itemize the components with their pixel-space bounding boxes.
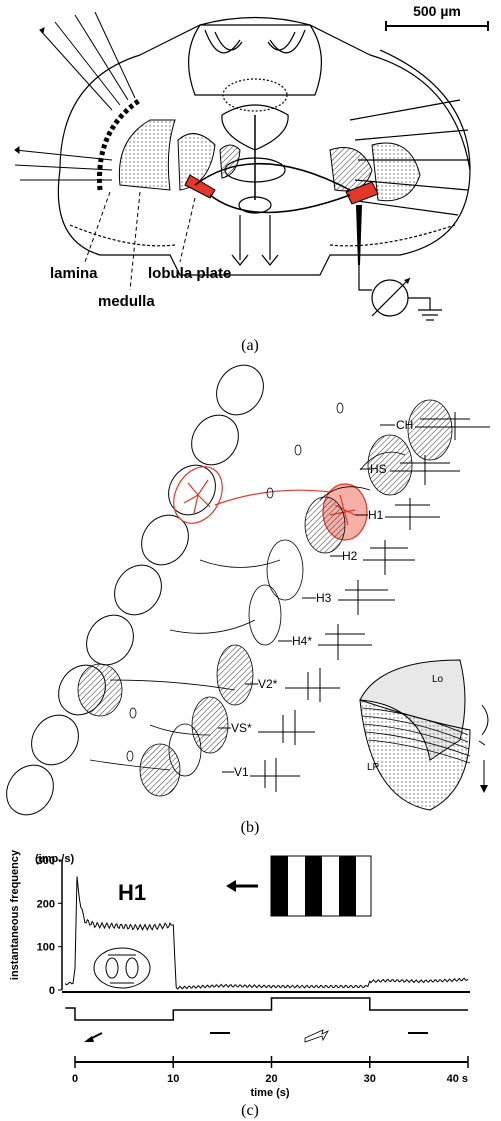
grating-stimulus bbox=[271, 856, 371, 916]
y-tick-label: 300 bbox=[37, 855, 55, 867]
soma-markers bbox=[127, 403, 343, 761]
brain-icon bbox=[94, 948, 150, 988]
x-tick-label: 20 bbox=[265, 1073, 277, 1085]
neuron-label-h4: H4* bbox=[292, 634, 312, 648]
neuron-label-h2: H2 bbox=[342, 549, 358, 563]
y-axis: 0 100 200 300 bbox=[37, 855, 62, 997]
chart-title: H1 bbox=[118, 880, 146, 905]
neuron-paths bbox=[195, 115, 350, 213]
x-tick-label: 0 bbox=[72, 1073, 78, 1085]
left-optic-lobe bbox=[100, 100, 241, 198]
recording-electrode bbox=[356, 205, 442, 320]
x-tick-label: 30 bbox=[364, 1073, 376, 1085]
stim-arrow-left bbox=[84, 1033, 102, 1042]
caption-c: (c) bbox=[241, 1102, 259, 1119]
neuron-label-ch: CH bbox=[396, 418, 413, 432]
x-tick-label: 10 bbox=[167, 1073, 179, 1085]
time-axis: 0 10 20 30 40 s bbox=[72, 1056, 468, 1085]
fly-brain-outline bbox=[58, 18, 470, 276]
y-tick-label: 200 bbox=[37, 898, 55, 910]
neuron-label-v2: V2* bbox=[258, 677, 278, 691]
inset-label-lo: Lo bbox=[432, 674, 444, 685]
neuron-label-hs: HS bbox=[370, 462, 387, 476]
scale-bar-label: 500 µm bbox=[413, 3, 461, 19]
lobula-plate-inset: Lo LP bbox=[360, 660, 488, 810]
inset-label-lp: LP bbox=[367, 762, 380, 773]
label-lobula-plate: lobula plate bbox=[148, 265, 231, 282]
neuron-label-h1: H1 bbox=[368, 508, 384, 522]
scale-bar: 500 µm bbox=[386, 3, 488, 31]
label-lamina: lamina bbox=[50, 265, 98, 282]
panel-c: (imp./s) instantaneous frequency 0100200… bbox=[9, 849, 470, 1119]
label-medulla: medulla bbox=[98, 293, 155, 310]
x-axis-label: time (s) bbox=[250, 1087, 289, 1099]
motion-arrow bbox=[226, 880, 258, 892]
caption-a: (a) bbox=[241, 337, 259, 354]
caption-b: (b) bbox=[241, 819, 260, 836]
neuron-label-vs: VS* bbox=[231, 721, 252, 735]
light-ray-arrows bbox=[15, 12, 135, 180]
neuron-label-h3: H3 bbox=[316, 591, 332, 605]
right-optic-lobe bbox=[330, 143, 420, 204]
panel-b: CH HS H1 H2 H3 H4* bbox=[0, 356, 490, 836]
x-tick-label: 40 s bbox=[447, 1073, 468, 1085]
neuron-label-v1: V1 bbox=[234, 765, 249, 779]
panel-a: 500 µm bbox=[15, 3, 488, 354]
cell-body-chain bbox=[0, 356, 273, 824]
y-axis-label: instantaneous frequency bbox=[9, 849, 21, 980]
y-tick-label: 0 bbox=[49, 985, 55, 997]
stim-arrow-right bbox=[305, 1030, 328, 1042]
y-tick-label: 100 bbox=[37, 942, 55, 954]
stimulus-trace bbox=[65, 998, 468, 1042]
